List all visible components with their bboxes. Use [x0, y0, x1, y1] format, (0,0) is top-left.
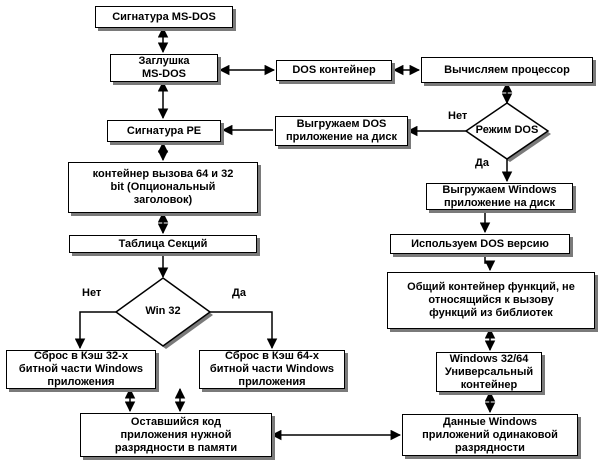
universal-container-node: Windows 32/64 Универсальный контейнер: [436, 352, 542, 392]
remaining-code-node: Оставшийся код приложения нужной разрядн…: [80, 413, 272, 457]
dos-mode-yes-label: Да: [475, 157, 489, 169]
call-container-node: контейнер вызова 64 и 32 bit (Опциональн…: [68, 162, 258, 213]
dos-container-node: DOS контейнер: [276, 60, 392, 81]
cache64-node: Сброс в Кэш 64-х битной части Windows пр…: [199, 350, 345, 389]
arrow-win32-no: [74, 311, 116, 350]
section-table-node: Таблица Секций: [69, 235, 257, 253]
arrow-win32-yes: [210, 311, 278, 350]
dos-mode-decision-label: Режим DOS: [475, 124, 539, 136]
win32-yes-label: Да: [232, 287, 246, 299]
win32-decision-label: Win 32: [145, 305, 181, 317]
msdos-signature-node: Сигнатура MS-DOS: [95, 6, 233, 28]
win32-diamond: [114, 277, 212, 347]
common-container-node: Общий контейнер функций, не относящийся …: [387, 272, 595, 329]
use-dos-version-node: Используем DOS версию: [390, 234, 570, 254]
win32-no-label: Нет: [82, 287, 102, 299]
calc-cpu-node: Вычисляем процессор: [421, 57, 593, 83]
unload-windows-node: Выгружаем Windows приложение на диск: [426, 183, 573, 210]
windows-data-node: Данные Windows приложений одинаковой раз…: [402, 414, 578, 456]
arrow-use-dos-to-common: [484, 254, 496, 272]
msdos-stub-node: Заглушка MS-DOS: [110, 54, 218, 82]
pe-signature-node: Сигнатура PE: [107, 120, 221, 142]
cache32-node: Сброс в Кэш 32-х битной части Windows пр…: [6, 350, 156, 389]
dos-mode-no-label: Нет: [448, 110, 468, 122]
unload-dos-node: Выгружаем DOS приложение на диск: [275, 116, 408, 146]
